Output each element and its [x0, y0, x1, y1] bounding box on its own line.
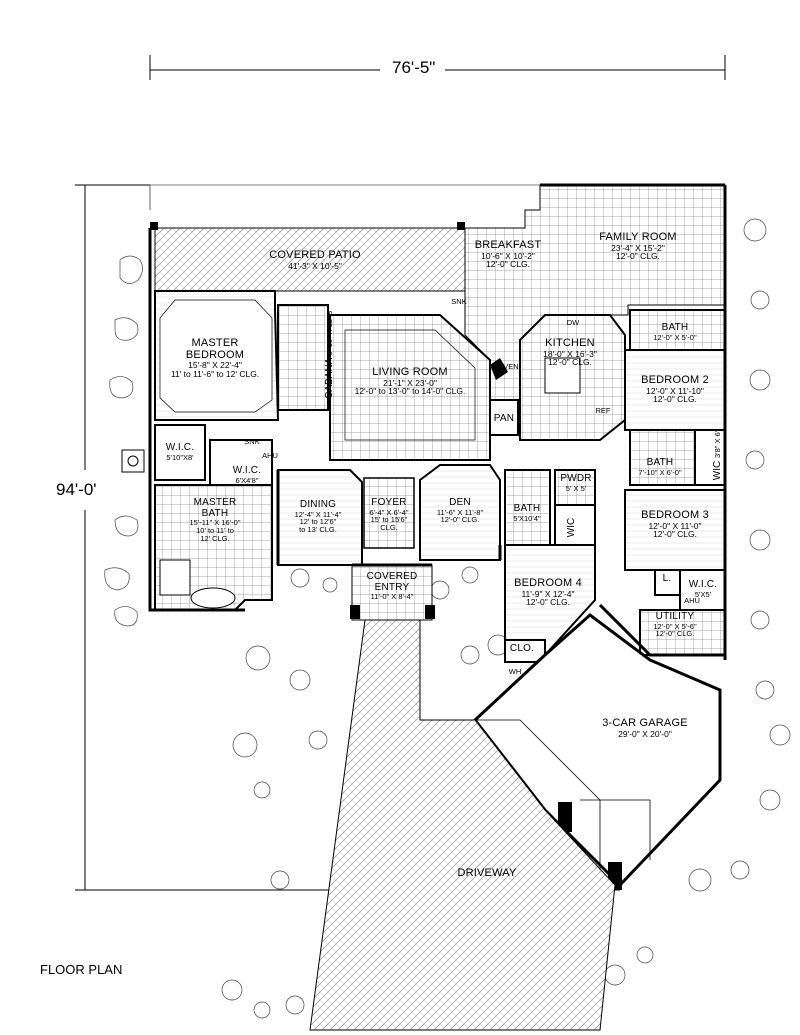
- room-label-master-bath: MASTER BATH 15'-11" X 16'-0" 10' to 11' …: [189, 497, 241, 543]
- wic-util-floor: [679, 569, 726, 611]
- ahu-tag: AHU: [262, 451, 278, 460]
- room-label-pwdr: PWDR 5' X 5': [560, 473, 592, 493]
- room-label-garage: 3-CAR GARAGE 29'-0" X 20'-0": [602, 717, 688, 739]
- room-label-den: DEN 11'-6" X 11'-8" 12'-0" CLG.: [436, 497, 484, 525]
- driveway-paving: [309, 619, 616, 1031]
- room-label-bedroom3: BEDROOM 3 12'-0" X 11'-0" 12'-0" CLG.: [641, 509, 709, 540]
- room-label-bath-mid: BATH 7'-10" X 6'-0": [638, 457, 682, 477]
- ref-tag: REF: [595, 406, 611, 415]
- room-label-wic-util: W.I.C. 5'X5': [688, 579, 718, 599]
- bath-den-floor: [504, 469, 551, 546]
- room-label-laundry: L.: [662, 573, 672, 584]
- room-label-kitchen: KITCHEN 18'-0" X 16'-3" 12'-0" CLG.: [543, 337, 597, 368]
- room-label-family-room: FAMILY ROOM 23'-4" X 15'-2" 12'-0" CLG.: [599, 231, 677, 262]
- sink-tag: SNK: [451, 297, 467, 306]
- room-label-clo: CLO.: [509, 643, 535, 654]
- depth-dimension: 94'-0': [56, 480, 97, 499]
- room-label-breakfast: BREAKFAST 10'-6" X 10'-2" 12'-0" CLG.: [474, 239, 542, 270]
- room-label-cabana: CABANA 6'-10" X 12'-8": [323, 308, 335, 399]
- laundry-floor: [654, 569, 681, 596]
- room-label-covered-entry: COVERED ENTRY 11'-0" X 8'-4": [366, 571, 418, 601]
- cabana-floor: [277, 304, 329, 411]
- sink-tag-master: SNK: [244, 437, 260, 446]
- foyer-floor: [363, 477, 415, 549]
- room-label-bedroom4: BEDROOM 4 11'-9" X 12'-4" 12'-0" CLG.: [514, 577, 582, 608]
- bedroom4-floor: [504, 544, 596, 656]
- oven-tag: OVEN: [497, 362, 519, 371]
- room-label-master-bedroom: MASTER BEDROOM 15'-8" X 22'-4" 11' to 11…: [170, 337, 260, 380]
- room-label-driveway: DRIVEWAY: [457, 867, 517, 879]
- wic-master-floor: [154, 424, 206, 481]
- room-label-covered-patio: COVERED PATIO 41'-3" X 10'-5": [269, 249, 361, 271]
- room-label-wic-den: WIC: [566, 517, 578, 538]
- pantry-floor: [489, 399, 519, 436]
- room-label-bath-top: BATH 12'-0" X 5'-0": [653, 322, 697, 342]
- exterior-walls: [148, 183, 727, 660]
- den-floor: [419, 464, 501, 561]
- covered-entry-floor: [351, 564, 433, 621]
- utility-floor: [639, 609, 726, 656]
- room-label-dining: DINING 12'-4" X 11'-4" 12' to 12'6" to 1…: [294, 499, 342, 535]
- dw-tag: DW: [566, 318, 580, 327]
- room-label-living-room: LIVING ROOM 21'-1" X 23'-0" 12'-0" to 13…: [354, 366, 466, 397]
- room-label-wic-small: W.I.C. 6'X4'8": [232, 465, 262, 485]
- covered-patio-floor: [154, 227, 466, 292]
- width-dimension-line: [149, 55, 726, 186]
- room-label-foyer: FOYER 6'-4" X 6'-4" 15' to 15'6" CLG.: [369, 497, 409, 533]
- ahu-tag-utility: AHU: [684, 596, 700, 605]
- room-label-bedroom2: BEDROOM 2 12'-0" X 11'-10" 12'-0" CLG.: [641, 374, 709, 405]
- room-label-wic-master: W.I.C. 5'10"X8': [165, 442, 195, 462]
- plan-caption: FLOOR PLAN: [40, 962, 123, 977]
- width-dimension: 76'-5": [392, 58, 436, 77]
- clo-floor: [504, 639, 546, 663]
- bath-mid-floor: [629, 429, 696, 486]
- room-label-wic-right: WIC 3'8" X 6': [712, 430, 724, 481]
- room-label-utility: UTILITY 12'-0" X 5'-6" 12'-0" CLG.: [653, 611, 697, 639]
- wh-tag: WH: [508, 667, 522, 676]
- room-label-pan: PAN: [493, 413, 515, 424]
- room-label-bath-den: BATH 5'X10'4": [513, 503, 541, 523]
- landscaping: [104, 218, 791, 1019]
